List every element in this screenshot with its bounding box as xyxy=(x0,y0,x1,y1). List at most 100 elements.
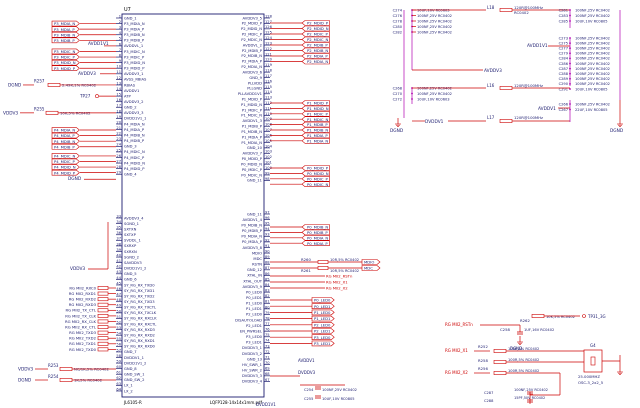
junction-dot xyxy=(569,108,571,111)
chip-pin-name: SXTXN xyxy=(124,227,137,231)
net-flag xyxy=(301,181,330,187)
chip-pin-number: 116 xyxy=(265,79,273,83)
resistor-rgmii xyxy=(97,319,109,324)
chip-pin-name: P0_MDIB_N xyxy=(241,223,262,227)
chip-pin-number: 111 xyxy=(265,106,272,110)
net-flag xyxy=(301,42,330,48)
junction-dot xyxy=(569,62,571,65)
net-dvddv1: DVDDV1 xyxy=(425,119,444,125)
net-label-rgmii: RG MII2_RX_CTL xyxy=(65,324,97,329)
chip-pin-number: 102 xyxy=(265,155,272,159)
chip-pin-name: P3_MDID_N xyxy=(124,61,145,65)
chip-pin-name: GND_13 xyxy=(247,357,263,361)
chip-pin-number: 25 xyxy=(116,148,121,152)
net-flag-label: P4_MDIA_P xyxy=(54,133,75,138)
chip-pin-name: P1_LED1 xyxy=(246,307,262,311)
junction-dot xyxy=(569,88,571,90)
chip-pin-number: 3 xyxy=(119,26,121,30)
net-flag-label: P1_LED1 xyxy=(314,316,331,321)
net-flag xyxy=(51,20,80,27)
capacitor-value: 100NF,25V RC0402 xyxy=(575,41,610,45)
net-flag-label: P2_MDIB_N xyxy=(307,48,328,53)
capacitor-ref: C291 xyxy=(559,87,568,91)
chip-pin-number: 47 xyxy=(116,293,121,297)
chip-pin-name: AVDDV3_3 xyxy=(124,111,144,115)
chip-pin-name: LX_1 xyxy=(124,384,133,388)
chip-pin-number: 95 xyxy=(265,222,270,226)
net-label-rgmii: RG MII2_RXC0 xyxy=(69,285,96,290)
chip-pin-number: 37 xyxy=(116,237,121,241)
chip-pin-number: 78 xyxy=(265,316,270,320)
chip-pin-number: 76 xyxy=(265,328,270,332)
chip-pin-number: 12 xyxy=(116,76,121,80)
chip-pin-number: 114 xyxy=(265,90,273,94)
chip-pin-name: P3_MDIA_P xyxy=(124,27,145,31)
capacitor-ref: C275 xyxy=(559,41,568,45)
chip-pin-name: AVDDV1 xyxy=(124,89,139,93)
testpoint-tp31: TP31_3G xyxy=(587,314,606,319)
chip-pin-number: 72 xyxy=(265,350,270,354)
chip-pin-name: P0_MDIC_P xyxy=(242,168,263,172)
chip-pin-name: P0_MDIB_P xyxy=(242,229,263,233)
net-flag-label: P0_MDIB_P xyxy=(307,230,328,235)
resistor-rgmii xyxy=(97,347,109,352)
net-flag xyxy=(51,153,80,159)
net-flag xyxy=(301,105,330,112)
net-avdd1v1: AVDD1V1 xyxy=(527,43,548,49)
chip-pin-name: PLLGND xyxy=(247,87,262,91)
capacitor-value: 100NF,25V RC0402 xyxy=(514,388,548,392)
net-flag xyxy=(301,47,330,54)
net-flag-label: P3_MDIC_N xyxy=(54,49,75,54)
chip-pin-number: 83 xyxy=(265,289,270,293)
chip-pin-name: GND_3 xyxy=(124,145,137,149)
chip-pin-number: 40 xyxy=(116,253,121,257)
chip-pin-number: 36 xyxy=(116,231,121,235)
net-flag-label: P0_MDID_P xyxy=(307,166,329,171)
capacitor-ref: C258 xyxy=(500,327,510,332)
chip-pin-number: 6 xyxy=(119,42,122,46)
net-avddv1: AVDDV1 xyxy=(538,106,556,112)
chip-pin-number: 54 xyxy=(116,332,121,336)
resistor-rgmii xyxy=(97,330,109,335)
chip-pin-name: GND_SW_2 xyxy=(124,378,144,382)
chip-pin-number: 4 xyxy=(119,31,122,35)
chip-pin-number: 33 xyxy=(116,214,121,218)
net-label-rgmii: RG MII2_TX_CTL xyxy=(65,308,96,313)
resistor-ref: R253 xyxy=(48,363,59,368)
capacitor-ref: C281 xyxy=(559,8,568,12)
net-flag-label: MDIO xyxy=(364,260,374,265)
chip-pin-name: P2_MDID_P xyxy=(242,22,263,26)
net-flag-label: P1_MDIB_N xyxy=(307,128,328,133)
resistor-r261 xyxy=(317,266,329,270)
junction-dot xyxy=(569,67,571,70)
chip-pin-name: AVDDVL_2 xyxy=(243,43,262,47)
net-flag xyxy=(361,265,381,271)
chip-pin-name: P1_MDIC_P xyxy=(242,108,263,112)
chip-pin-name: MDIO xyxy=(252,251,262,255)
chip-pin-number: 43 xyxy=(116,270,121,274)
chip-pin-number: 29 xyxy=(116,171,121,175)
resistor-r253 xyxy=(59,367,73,371)
net-label-rgmii: RG MII2_TXD2 xyxy=(69,336,96,341)
chip-pin-name: SY_RG_RX_TXD2 xyxy=(124,294,155,298)
capacitor-value: 100NF,25V RC0402 xyxy=(575,8,610,12)
net-flag xyxy=(361,259,381,265)
chip-pin-name: P1_MDID_P xyxy=(242,97,263,101)
chip-pin-number: 104 xyxy=(265,144,273,148)
net-flag xyxy=(301,170,330,177)
capacitor-value: 100NF,25V RC0402 xyxy=(575,36,610,40)
chip-pin-number: 2 xyxy=(119,20,121,24)
net-flag xyxy=(301,36,330,43)
inductor-ref: L18 xyxy=(487,5,495,10)
net-label-rgmii: RG MII2_TX_CLK xyxy=(65,313,96,318)
chip-pin-name: GND_8 xyxy=(124,367,137,371)
chip-pin-name: AVDDV3_9 xyxy=(243,285,263,289)
inductor-ref: L16 xyxy=(487,83,495,88)
net-flag-label: P0_MDIB_N xyxy=(307,225,328,230)
chip-pin-name: SY_RG_RX_RXD0 xyxy=(124,345,156,349)
net-flag-label: P2_MDIC_N xyxy=(307,37,328,42)
net-flag xyxy=(301,100,330,106)
net-flag-label: P3_MDIC_P xyxy=(54,55,75,60)
resistor-ref: R258 xyxy=(478,358,488,363)
resistor-ref: R252 xyxy=(478,344,488,349)
